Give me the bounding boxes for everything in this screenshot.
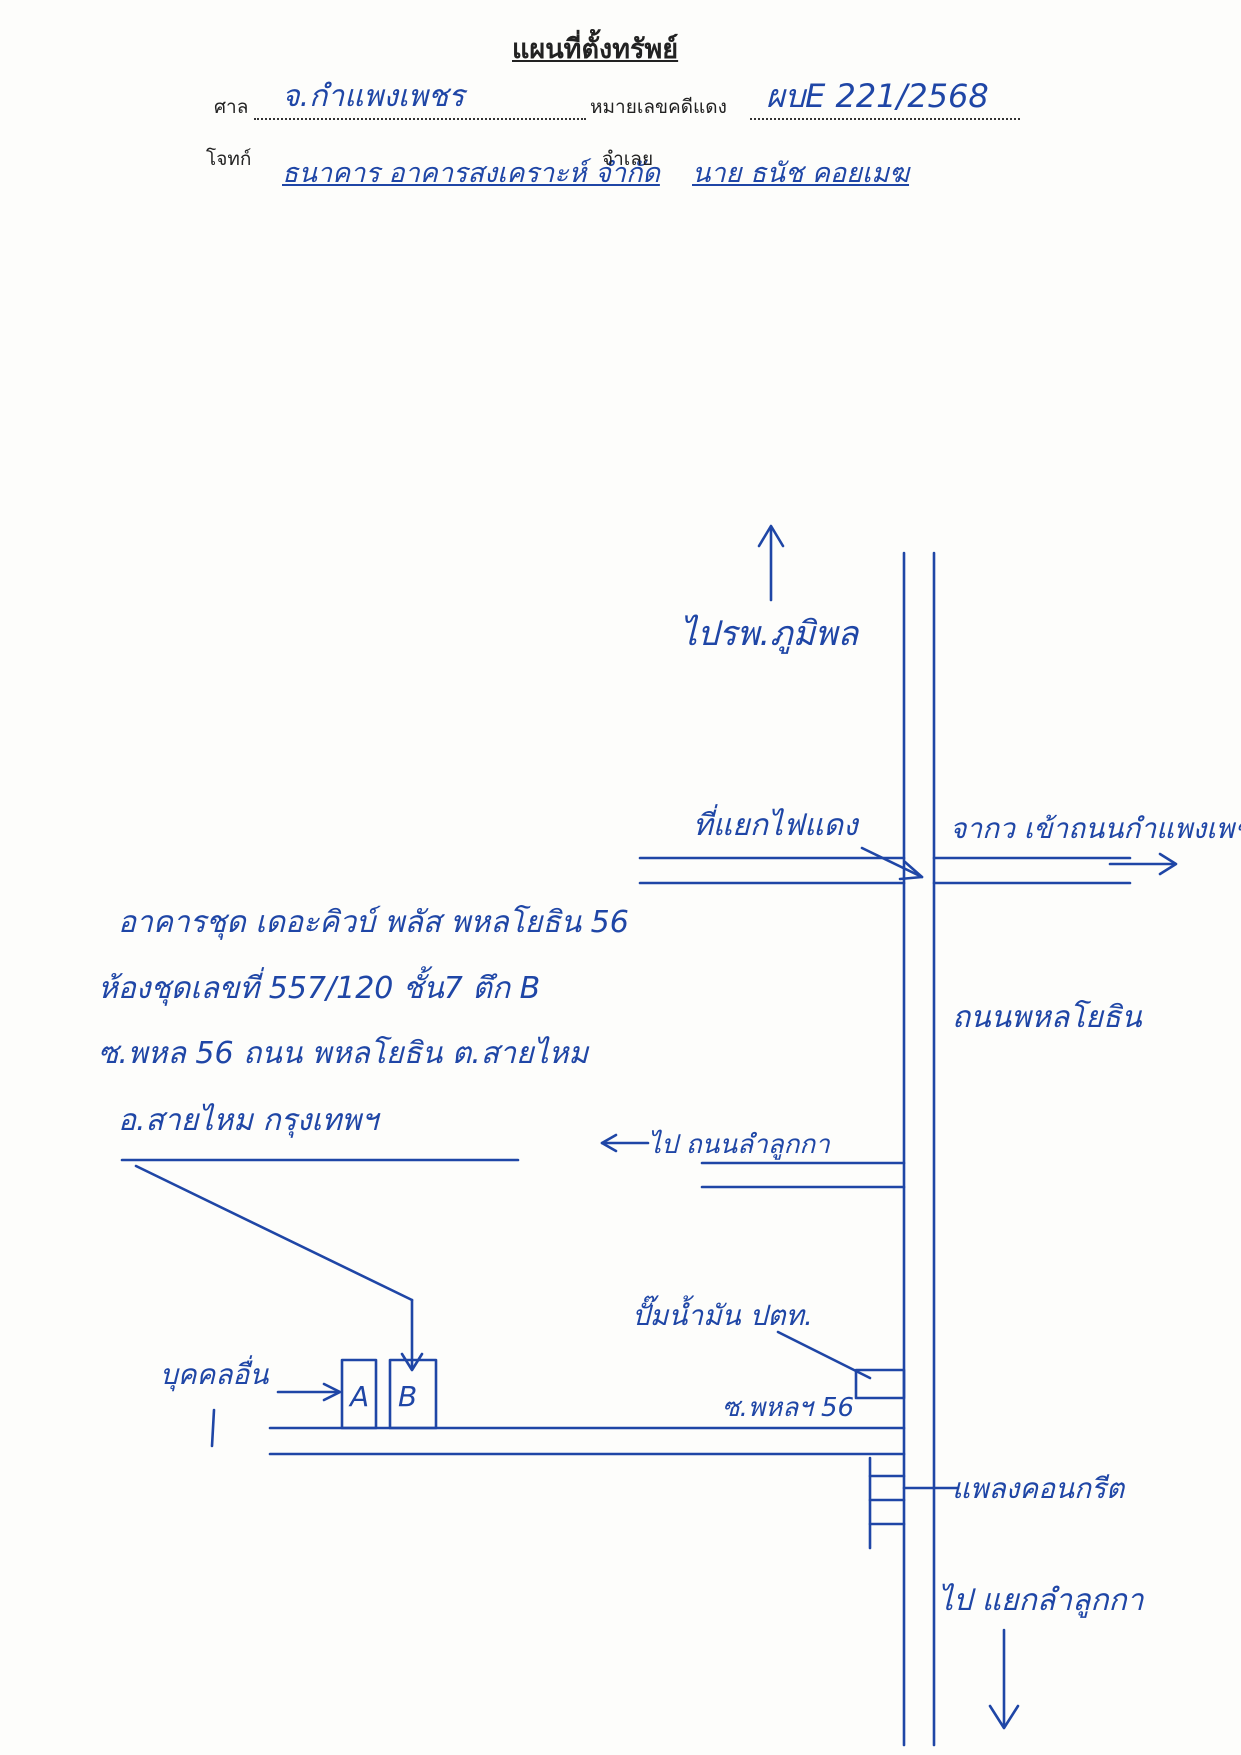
gas-station-marker (854, 1368, 906, 1400)
court-dotted-line (254, 118, 586, 120)
north-label: ไปรพ.ภูมิพล (680, 614, 860, 654)
court-label: ศาล (214, 96, 249, 118)
other-owner-pointer-head (322, 1382, 342, 1402)
defendant-value: นาย ธนัช คอยเมฆ (692, 158, 910, 189)
court-value: จ.กำแพงเพชร (282, 79, 465, 114)
address-pointer (134, 1164, 414, 1302)
junction-pointer (860, 846, 924, 879)
east-arrow-head (1158, 852, 1178, 876)
north-arrow-head (757, 524, 785, 548)
gas-station-label: ปั๊มน้ำมัน ปตท. (632, 1295, 813, 1332)
case-dotted-line (750, 118, 1020, 120)
main-road-label: ถนนพหลโยธิน (952, 999, 1143, 1035)
page-title: แผนที่ตั้งทรัพย์ (512, 34, 679, 65)
building-b (388, 1358, 438, 1430)
east-label: จากว เข้าถนนกำแพงเพชร (950, 812, 1241, 845)
other-owner-label: บุคคลอื่น (160, 1355, 269, 1392)
south-label: ไป แยกลำลูกกา (938, 1583, 1145, 1618)
address-line-4: อ.สายไหม กรุงเทพฯ (118, 1103, 381, 1138)
case-number-label: หมายเลขคดีแดง (590, 96, 727, 118)
bridge-label: แพลงคอนกรีต (952, 1472, 1126, 1505)
junction-pointer-head (898, 860, 924, 881)
address-line-1: อาคารชุด เดอะคิวบ์ พลัส พหลโยธิน 56 (118, 904, 629, 940)
junction-label: ที่แยกไฟแดง (693, 804, 860, 843)
case-number-value: ผบE 221/2568 (766, 77, 989, 115)
other-owner-tick (210, 1408, 216, 1448)
building-b-label: B (398, 1380, 417, 1413)
gas-station-pointer (776, 1330, 872, 1380)
soi-label: ซ.พหลฯ 56 (722, 1393, 854, 1423)
plaintiff-value: ธนาคาร อาคารสงเคราะห์ จำกัด (282, 158, 660, 189)
address-line-2: ห้องชุดเลขที่ 557/120 ชั้น7 ตึก B (98, 966, 540, 1006)
building-a-label: A (348, 1380, 369, 1413)
south-arrow-head (988, 1704, 1020, 1730)
west-arrow-head (600, 1133, 618, 1153)
address-line-3: ซ.พหล 56 ถนน พหลโยธิน ต.สายไหม (98, 1035, 590, 1071)
plaintiff-label: โจทก์ (206, 148, 252, 170)
defendant-label: จำเลย (602, 148, 654, 170)
building-a (340, 1358, 378, 1430)
west-label: ไป ถนนลำลูกกา (648, 1129, 831, 1160)
